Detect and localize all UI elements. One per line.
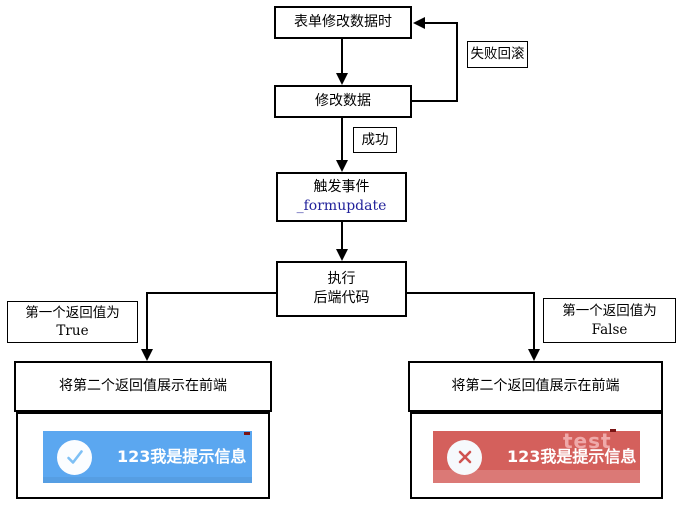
label-success-text: 成功 xyxy=(361,131,389,148)
edge-rollback-top xyxy=(424,22,458,24)
watermark-text: test xyxy=(563,429,612,453)
arrowhead-down-icon xyxy=(336,160,348,172)
edge-rollback-bottom xyxy=(412,100,458,102)
label-success: 成功 xyxy=(353,127,397,153)
arrowhead-down-icon xyxy=(336,249,348,261)
toast-success-message: 123我是提示信息 xyxy=(117,447,247,467)
label-branch-true-line1: 第一个返回值为 xyxy=(25,304,120,321)
edge-modify-to-event xyxy=(341,118,343,161)
label-fail-rollback: 失败回滚 xyxy=(467,41,528,68)
edge-trigger-to-modify xyxy=(341,39,343,75)
node-show-result-right-label: 将第二个返回值展示在前端 xyxy=(451,378,620,395)
x-icon xyxy=(458,450,471,464)
edge-event-to-execute xyxy=(341,222,343,250)
toast-success-corner-artifact xyxy=(244,432,250,435)
x-circle-icon xyxy=(447,439,482,475)
edge-branch-left-horizontal xyxy=(147,292,276,294)
check-icon xyxy=(66,450,83,464)
panel-success-preview: 123我是提示信息 xyxy=(16,412,270,499)
arrowhead-down-icon xyxy=(141,349,153,361)
node-show-result-left: 将第二个返回值展示在前端 xyxy=(14,361,272,412)
label-branch-false-line2: False xyxy=(591,321,628,338)
toast-error-message: 123我是提示信息 xyxy=(507,447,637,467)
node-show-result-left-label: 将第二个返回值展示在前端 xyxy=(59,378,227,395)
node-modify-data-label: 修改数据 xyxy=(315,93,371,110)
label-branch-false-line1: 第一个返回值为 xyxy=(562,303,657,320)
arrowhead-down-icon xyxy=(528,349,540,361)
node-trigger-event-line1: 触发事件 xyxy=(313,179,370,196)
toast-error: 123我是提示信息 xyxy=(433,429,640,483)
node-execute-backend-line2: 后端代码 xyxy=(313,290,370,306)
edge-branch-left-vertical xyxy=(146,292,148,350)
edge-rollback-side xyxy=(456,22,458,102)
toast-success: 123我是提示信息 xyxy=(43,431,252,483)
node-execute-backend: 执行 后端代码 xyxy=(276,261,407,317)
label-branch-false: 第一个返回值为 False xyxy=(543,298,676,343)
panel-error-preview: 123我是提示信息 xyxy=(410,412,663,499)
node-trigger-event: 触发事件 _formupdate xyxy=(276,172,407,222)
edge-branch-right-vertical xyxy=(533,292,535,350)
node-trigger-event-line2: _formupdate xyxy=(296,198,387,214)
label-fail-rollback-text: 失败回滚 xyxy=(470,46,525,63)
label-branch-true-line2: True xyxy=(56,323,89,339)
arrowhead-down-icon xyxy=(336,73,348,85)
edge-branch-right-horizontal xyxy=(407,292,535,294)
node-show-result-right: 将第二个返回值展示在前端 xyxy=(408,361,663,412)
toast-error-bottom-band xyxy=(433,470,640,483)
node-form-update-trigger: 表单修改数据时 xyxy=(274,6,412,39)
toast-error-corner-artifact xyxy=(610,429,616,432)
node-execute-backend-line1: 执行 xyxy=(327,271,356,288)
toast-success-bottom-band xyxy=(43,477,252,483)
node-form-update-trigger-label: 表单修改数据时 xyxy=(294,14,392,31)
node-modify-data: 修改数据 xyxy=(274,85,412,118)
arrowhead-left-icon xyxy=(413,17,425,29)
label-branch-true: 第一个返回值为 True xyxy=(7,301,138,343)
check-circle-icon xyxy=(57,439,92,475)
